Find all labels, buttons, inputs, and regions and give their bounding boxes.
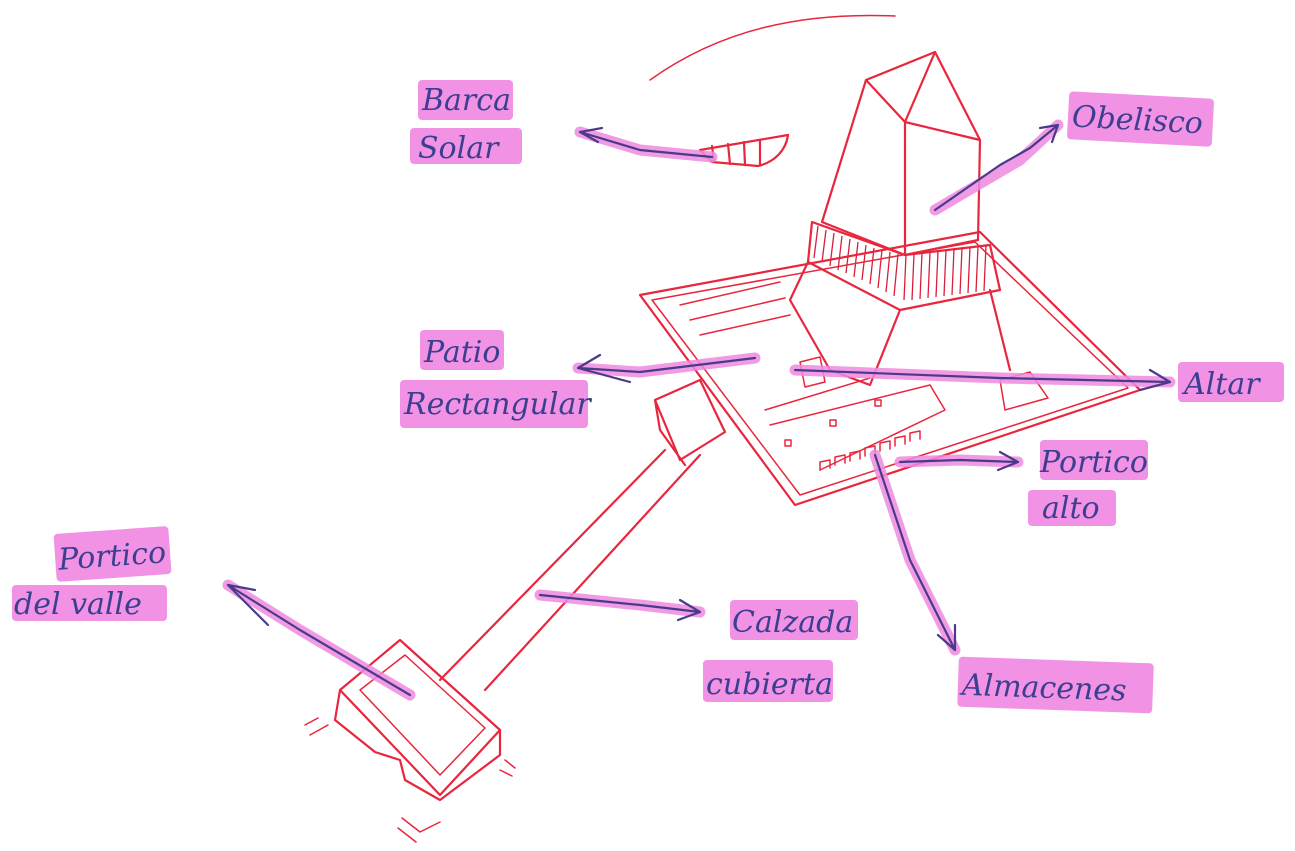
labels: Barca Solar Obelisco Patio Rectangular A… xyxy=(14,83,1261,708)
arrows xyxy=(222,119,1176,701)
label-barca-solar-line2: Solar xyxy=(418,131,500,166)
obelisk-shape xyxy=(788,50,1012,387)
label-calzada-line1: Calzada xyxy=(732,605,853,640)
label-obelisco: Obelisco xyxy=(1071,99,1204,141)
label-portico-alto-line2: alto xyxy=(1042,491,1100,526)
label-altar: Altar xyxy=(1181,367,1261,402)
label-patio-line1: Patio xyxy=(423,335,500,370)
valley-temple xyxy=(304,638,516,843)
label-barca-solar-line1: Barca xyxy=(421,83,511,118)
label-patio-line2: Rectangular xyxy=(403,387,592,422)
label-portico-alto-line1: Portico xyxy=(1039,445,1148,480)
label-portico-valle-line2: del valle xyxy=(14,587,142,622)
label-portico-valle-line1: Portico xyxy=(56,535,167,578)
arrow-almacenes xyxy=(869,449,961,656)
label-calzada-line2: cubierta xyxy=(706,667,833,702)
sky-arc xyxy=(649,14,896,81)
label-almacenes: Almacenes xyxy=(958,668,1127,709)
label-highlights xyxy=(12,80,1284,714)
causeway xyxy=(438,378,727,692)
arrow-barca-solar xyxy=(574,126,718,163)
